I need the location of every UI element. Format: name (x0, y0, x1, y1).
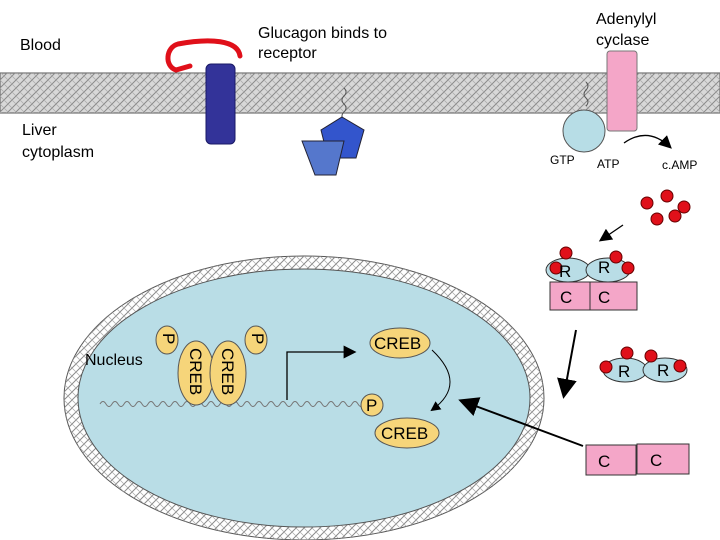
plasma-membrane (0, 72, 720, 114)
protein-kinase-complex (545, 246, 638, 311)
creb-dimer-p-left-label: P (159, 333, 178, 344)
adenylyl-cyclase (606, 50, 638, 132)
creb-dimer-left-label: CREB (186, 348, 205, 395)
glucagon-hormone (165, 38, 243, 73)
g-protein-beta (301, 140, 345, 176)
complex-c-left: C (560, 288, 572, 307)
complex-c-right: C (598, 288, 610, 307)
creb-free (369, 327, 431, 359)
regulatory-subunits (599, 346, 688, 383)
complex-r-left: R (559, 262, 571, 281)
g-alpha-subunit (562, 109, 606, 153)
liver-label-line1: Liver (22, 122, 57, 139)
g-protein-tether (341, 87, 347, 121)
complex-r-right: R (598, 258, 610, 277)
nucleus (63, 255, 545, 540)
free-c-left: C (598, 452, 610, 471)
camp-label: c.AMP (662, 158, 697, 172)
creb-dimer-p-right-label: P (248, 333, 267, 344)
atp-label: ATP (597, 157, 619, 171)
glucagon-label-line1: Glucagon binds to (258, 25, 387, 42)
camp-to-kinase-arrow (598, 224, 624, 242)
glucagon-receptor (205, 63, 236, 145)
nucleus-label: Nucleus (85, 352, 143, 369)
adenylyl-label-line1: Adenylyl (596, 11, 656, 28)
adenylyl-label-line2: cyclase (596, 32, 649, 49)
free-c-right: C (650, 451, 662, 470)
free-r-right: R (657, 361, 669, 380)
atp-to-camp-arrow (623, 134, 672, 149)
creb-dimer (155, 325, 268, 406)
gtp-label: GTP (550, 153, 575, 167)
glucagon-label-line2: receptor (258, 45, 317, 62)
dna-strand (99, 401, 383, 407)
catalytic-subunits (585, 443, 690, 476)
creb-dimer-right-label: CREB (218, 348, 237, 395)
transcription-arrow (286, 345, 357, 400)
liver-label-line2: cytoplasm (22, 144, 94, 161)
kinase-to-nucleus-arrow (458, 397, 584, 447)
blood-label: Blood (20, 37, 61, 54)
complex-dissociation-arrow (557, 329, 577, 399)
creb-phos-p-label: P (366, 396, 377, 415)
creb-free-label: CREB (374, 334, 421, 353)
creb-phosphorylation-arrow (430, 349, 451, 412)
free-r-left: R (618, 362, 630, 381)
camp-molecules (640, 189, 691, 226)
g-alpha-tether (583, 81, 589, 107)
creb-phos-label: CREB (381, 424, 428, 443)
creb-phosphorylated (360, 393, 440, 449)
